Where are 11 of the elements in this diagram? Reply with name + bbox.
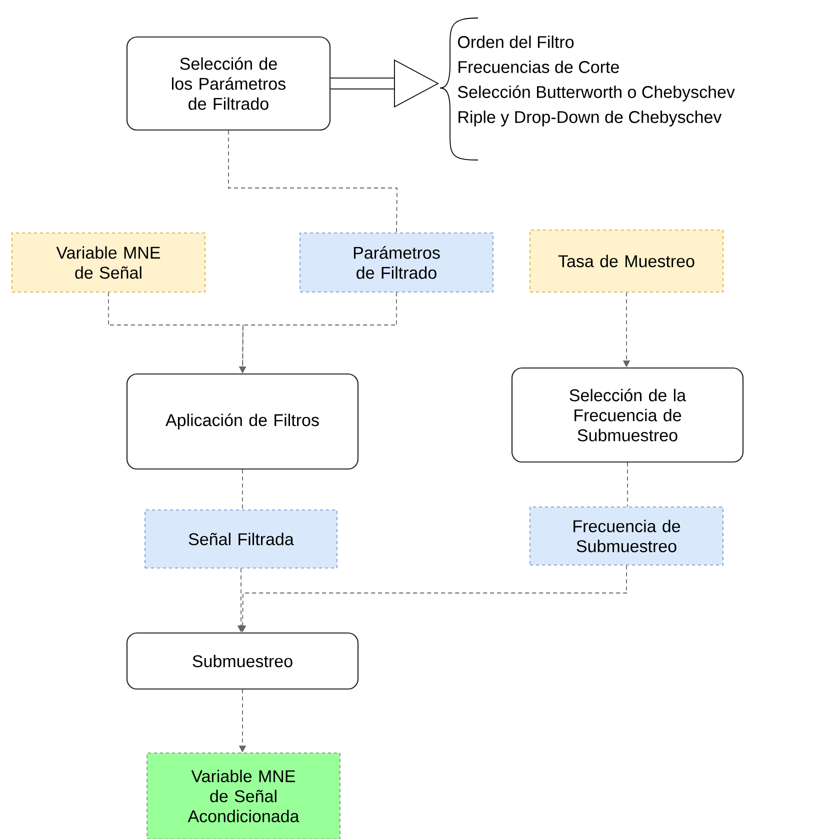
data-box: Frecuencia de Submuestreo	[530, 506, 724, 566]
process-box: Selección de la Frecuencia de Submuestreo	[511, 367, 744, 463]
process-box: Submuestreo	[126, 632, 359, 690]
data-box: Señal Filtrada	[144, 510, 338, 568]
process-box: Selección de los Parámetros de Filtrado	[126, 36, 331, 131]
input-box: Tasa de Muestreo	[530, 230, 724, 292]
data-box: Parámetros de Filtrado	[300, 232, 494, 292]
process-box: Aplicación de Filtros	[126, 373, 359, 470]
item-list: Orden del Filtro Frecuencias de Corte Selección Butterworth o Chebyschev Riple y Drop-Down de Chebyschev	[458, 36, 735, 126]
input-box: Variable MNE de Señal	[12, 232, 206, 292]
output-box: Variable MNE de Señal Acondicionada	[146, 752, 340, 839]
